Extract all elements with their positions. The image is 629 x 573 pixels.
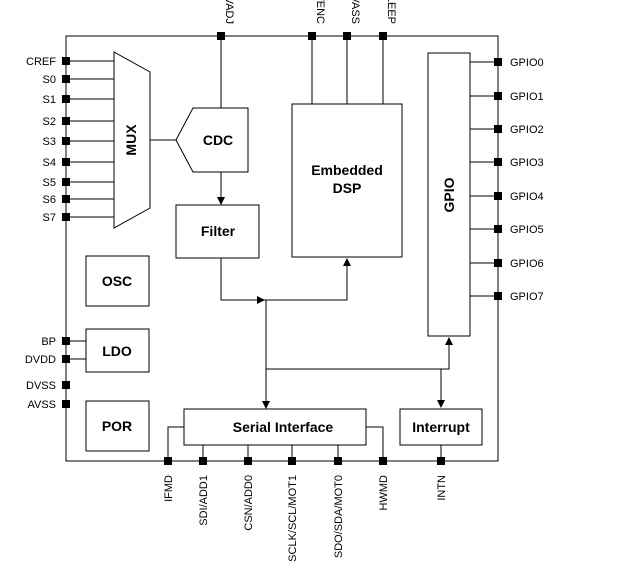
ldo-block: LDO <box>85 328 150 373</box>
ldo-label: LDO <box>102 343 132 359</box>
pin-label-gpio4: GPIO4 <box>510 191 544 203</box>
right-pins: GPIO0 GPIO1 GPIO2 GPIO3 GPIO4 GPIO5 <box>470 57 544 303</box>
pin-label-gpio1: GPIO1 <box>510 91 544 103</box>
pin-label-gpio6: GPIO6 <box>510 258 544 270</box>
pin-vadj: VADJ <box>217 0 235 108</box>
pin-label-gpio3: GPIO3 <box>510 157 544 169</box>
pin-label-s5: S5 <box>43 177 56 189</box>
filter-block: Filter <box>175 204 260 259</box>
pin-vass: VASS <box>343 0 361 104</box>
pin-gpio0: GPIO0 <box>470 57 544 69</box>
bottom-pins: IFMD SDI/ADD1 CSN/ADD0 SCLK/SCL/MOT1 SDO… <box>163 426 448 562</box>
osc-label: OSC <box>102 273 132 289</box>
pin-s3: S3 <box>43 136 114 148</box>
pin-dvss: DVSS <box>26 380 70 392</box>
pin-label-s0: S0 <box>43 74 56 86</box>
bus-to-gpio-arrow <box>266 337 453 370</box>
osc-block: OSC <box>85 255 150 307</box>
pin-label-intn: INTN <box>436 475 448 501</box>
pin-gpio3: GPIO3 <box>470 157 544 169</box>
pin-venc: VENC <box>308 0 326 104</box>
mux-block: MUX <box>113 51 151 229</box>
pin-label-hwmd: HWMD <box>378 475 390 510</box>
pin-label-csn-add0: CSN/ADD0 <box>243 475 255 531</box>
top-pins: VADJ VENC VASS VSLEEP <box>217 0 397 108</box>
filter-to-dsp-wire <box>220 258 351 301</box>
pin-s7: S7 <box>43 212 114 224</box>
pin-label-dvss: DVSS <box>26 380 56 392</box>
pin-label-avss: AVSS <box>27 399 56 411</box>
pin-s2: S2 <box>43 116 114 128</box>
pin-sclk: SCLK/SCL/MOT1 <box>287 445 299 562</box>
pin-label-vsleep: VSLEEP <box>385 0 397 24</box>
left-pins: CREF S0 S1 S2 S3 S4 <box>26 56 114 224</box>
dsp-block: Embedded DSP <box>291 103 403 258</box>
gpio-block: GPIO <box>427 52 471 337</box>
left-lower-pins: BP DVDD DVSS AVSS <box>25 336 86 411</box>
pin-label-s3: S3 <box>43 136 56 148</box>
pin-label-sdo: SDO/SDA/MOT0 <box>333 475 345 558</box>
pin-label-bp: BP <box>41 336 56 348</box>
interrupt-block: Interrupt <box>399 408 483 446</box>
pin-hwmd: HWMD <box>366 426 390 510</box>
pin-bp: BP <box>41 336 86 348</box>
pin-label-gpio5: GPIO5 <box>510 224 544 236</box>
pin-label-venc: VENC <box>314 0 326 24</box>
pin-gpio6: GPIO6 <box>470 258 544 270</box>
pin-label-gpio0: GPIO0 <box>510 57 544 69</box>
pin-sdo: SDO/SDA/MOT0 <box>333 445 345 558</box>
pin-csn-add0: CSN/ADD0 <box>243 445 255 531</box>
pin-s0: S0 <box>43 74 114 86</box>
pin-label-sdi-add1: SDI/ADD1 <box>198 475 210 526</box>
pin-dvdd: DVDD <box>25 354 86 366</box>
pin-ifmd: IFMD <box>163 426 184 502</box>
pin-label-vadj: VADJ <box>223 0 235 24</box>
por-block: POR <box>85 400 150 452</box>
filter-label: Filter <box>201 223 236 239</box>
pin-vsleep: VSLEEP <box>379 0 397 104</box>
pin-gpio4: GPIO4 <box>470 191 544 203</box>
bus-wires <box>220 258 453 409</box>
pin-label-dvdd: DVDD <box>25 354 56 366</box>
pin-label-s7: S7 <box>43 212 56 224</box>
pin-s5: S5 <box>43 177 114 189</box>
mux-label: MUX <box>123 124 139 156</box>
por-label: POR <box>102 418 132 434</box>
pin-label-s4: S4 <box>43 157 56 169</box>
pin-s6: S6 <box>43 194 114 206</box>
pin-gpio2: GPIO2 <box>470 124 544 136</box>
pin-s1: S1 <box>43 94 114 106</box>
dsp-label-line1: Embedded <box>311 162 383 178</box>
interrupt-label: Interrupt <box>412 419 470 435</box>
pin-label-cref: CREF <box>26 56 56 68</box>
serial-interface-label: Serial Interface <box>233 419 334 435</box>
dsp-label-line2: DSP <box>333 180 362 196</box>
pin-label-vass: VASS <box>349 0 361 24</box>
pin-cref: CREF <box>26 56 114 68</box>
pin-gpio1: GPIO1 <box>470 91 544 103</box>
pin-gpio5: GPIO5 <box>470 224 544 236</box>
cdc-block: CDC <box>175 107 249 173</box>
pin-avss: AVSS <box>27 399 70 411</box>
pin-label-gpio2: GPIO2 <box>510 124 544 136</box>
pin-label-s6: S6 <box>43 194 56 206</box>
pin-label-s1: S1 <box>43 94 56 106</box>
pin-label-gpio7: GPIO7 <box>510 291 544 303</box>
pin-label-ifmd: IFMD <box>163 475 175 502</box>
cdc-label: CDC <box>203 132 233 148</box>
pin-label-sclk: SCLK/SCL/MOT1 <box>287 475 299 562</box>
pin-sdi-add1: SDI/ADD1 <box>198 445 210 526</box>
pin-label-s2: S2 <box>43 116 56 128</box>
serial-interface-block: Serial Interface <box>183 408 367 446</box>
pin-s4: S4 <box>43 157 114 169</box>
gpio-label: GPIO <box>441 177 457 212</box>
pin-gpio7: GPIO7 <box>470 291 544 303</box>
pin-intn: INTN <box>436 445 448 501</box>
